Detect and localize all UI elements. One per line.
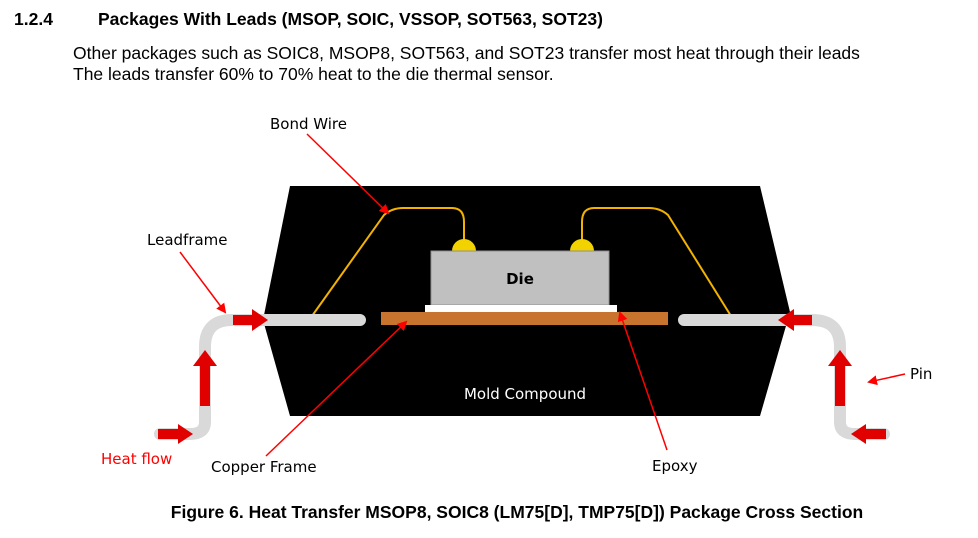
copper-frame xyxy=(381,312,668,325)
paragraph-line-1: Other packages such as SOIC8, MSOP8, SOT… xyxy=(73,43,860,63)
body-paragraph: Other packages such as SOIC8, MSOP8, SOT… xyxy=(73,43,860,85)
heat-arrow-left-vertical xyxy=(193,350,217,406)
bond-wire-right xyxy=(581,207,732,317)
label-bond-wire: Bond Wire xyxy=(270,115,347,133)
section-title: Packages With Leads (MSOP, SOIC, VSSOP, … xyxy=(98,9,603,29)
label-copper-frame: Copper Frame xyxy=(211,458,317,476)
callout-arrow-epoxy xyxy=(617,311,668,451)
epoxy-layer xyxy=(425,305,617,312)
die xyxy=(430,250,610,306)
heat-arrow-right-vertical xyxy=(828,350,852,406)
label-leadframe: Leadframe xyxy=(147,231,228,249)
wire-bond-ball-right xyxy=(570,239,594,251)
heat-arrow-right-bottom xyxy=(851,424,886,444)
heat-arrow-left-bottom xyxy=(158,424,193,444)
callout-arrow-copper-frame xyxy=(265,320,408,457)
die-label: Die xyxy=(506,270,534,288)
wire-bond-ball-left xyxy=(452,239,476,251)
label-epoxy: Epoxy xyxy=(652,457,698,475)
heat-arrow-left-top xyxy=(233,309,268,331)
heat-arrow-right-top xyxy=(778,309,812,331)
paragraph-line-2: The leads transfer 60% to 70% heat to th… xyxy=(73,64,554,84)
label-mold-compound: Mold Compound xyxy=(464,385,586,403)
section-number: 1.2.4 xyxy=(14,9,53,29)
figure-caption: Figure 6. Heat Transfer MSOP8, SOIC8 (LM… xyxy=(170,502,864,522)
label-heat-flow: Heat flow xyxy=(101,450,172,468)
callout-arrow-pin xyxy=(867,373,906,386)
callout-arrow-leadframe xyxy=(179,251,227,314)
label-pin: Pin xyxy=(910,365,932,383)
callout-arrow-bond-wire xyxy=(306,133,390,215)
